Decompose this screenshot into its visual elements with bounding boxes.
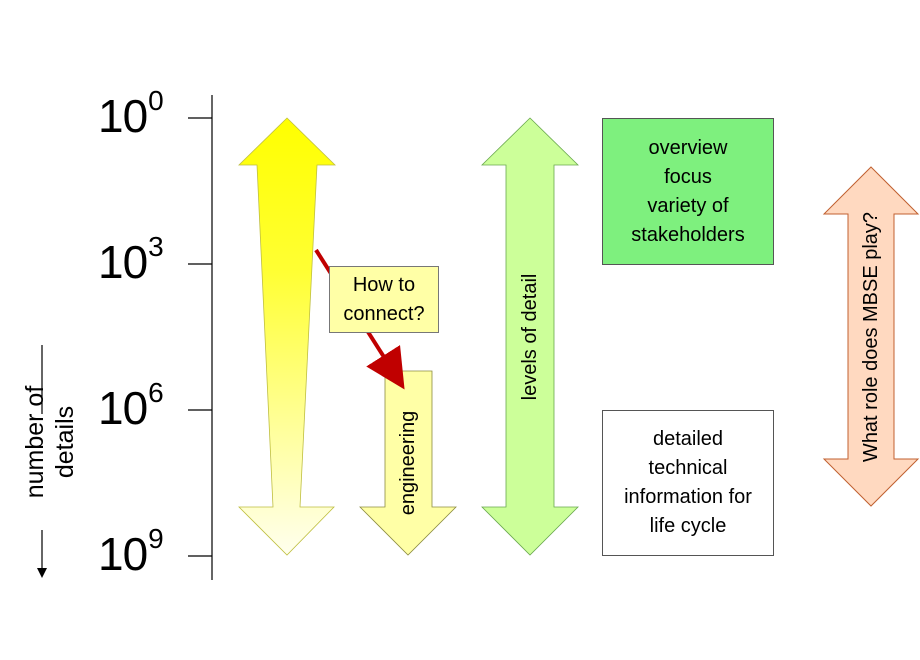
detail-line: detailed bbox=[652, 428, 724, 450]
tick-exponent: 0 bbox=[148, 85, 164, 116]
levels-of-detail-label: levels of detail bbox=[519, 273, 541, 401]
overview-line: stakeholders bbox=[631, 223, 745, 246]
axis-label: number of details bbox=[20, 362, 80, 522]
tick-exponent: 3 bbox=[148, 231, 164, 262]
detail-line: technical bbox=[648, 457, 728, 479]
tick-base: 10 bbox=[98, 528, 148, 580]
axis-direction-arrowhead bbox=[37, 568, 47, 578]
tick-label-6: 106 bbox=[98, 379, 164, 434]
tick-base: 10 bbox=[98, 382, 148, 434]
tick-label-9: 109 bbox=[98, 525, 164, 580]
axis-label-line2: details bbox=[51, 405, 79, 479]
connect-callout: How to connect? bbox=[329, 266, 439, 333]
overview-line: variety of bbox=[647, 194, 729, 217]
levels-double-arrow bbox=[481, 117, 579, 556]
callout-line2: connect? bbox=[343, 302, 425, 325]
mbse-question-label: What role does MBSE play? bbox=[860, 211, 882, 463]
overview-box: overview focus variety of stakeholders bbox=[602, 118, 774, 265]
axis-label-line1: number of bbox=[21, 385, 49, 499]
tick-exponent: 6 bbox=[148, 377, 164, 408]
tick-label-0: 100 bbox=[98, 87, 164, 142]
tick-exponent: 9 bbox=[148, 523, 164, 554]
overview-line: overview bbox=[648, 136, 728, 159]
mbse-double-arrow bbox=[822, 166, 920, 507]
tick-label-3: 103 bbox=[98, 233, 164, 288]
detail-line: information for bbox=[624, 486, 752, 508]
engineering-down-arrow bbox=[359, 370, 457, 556]
tick-base: 10 bbox=[98, 90, 148, 142]
overview-line: focus bbox=[664, 165, 712, 188]
yellow-double-arrow bbox=[238, 117, 336, 556]
engineering-label: engineering bbox=[397, 410, 419, 516]
detail-line: life cycle bbox=[649, 515, 727, 537]
callout-line1: How to bbox=[352, 273, 416, 296]
tick-base: 10 bbox=[98, 236, 148, 288]
detail-box: detailed technical information for life … bbox=[602, 410, 774, 556]
